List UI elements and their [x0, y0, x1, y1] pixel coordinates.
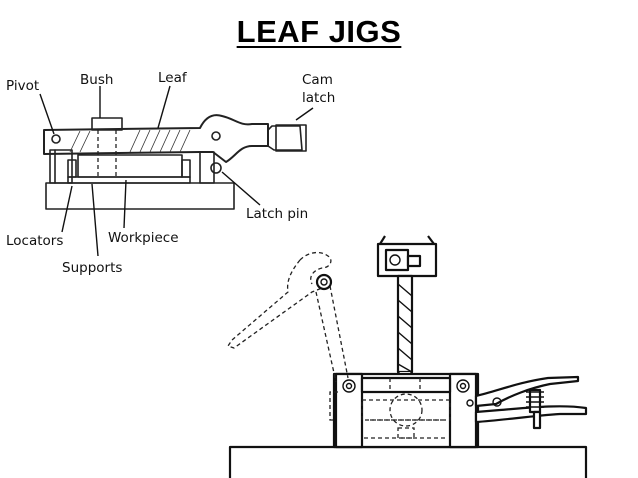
leaf-pivot-top: [315, 273, 333, 291]
bush: [91, 117, 123, 131]
label-latch-pin: Latch pin: [246, 206, 308, 222]
pivot-post: [49, 149, 73, 184]
pivot-pin: [51, 134, 61, 144]
label-workpiece: Workpiece: [108, 230, 179, 246]
leader-lines: [39, 85, 314, 257]
workpiece-hidden: [361, 393, 451, 439]
machine-table: [228, 445, 588, 478]
supports: [67, 176, 191, 184]
locator-right: [181, 159, 191, 178]
leaf-open-position: [226, 251, 486, 421]
label-latch: latch: [302, 90, 335, 106]
label-supports: Supports: [62, 260, 122, 276]
label-locators: Locators: [6, 233, 63, 249]
slide-title: LEAF JIGS: [236, 14, 402, 49]
cam-latch-handle: [267, 125, 303, 151]
label-bush: Bush: [80, 72, 113, 88]
right-column: [448, 372, 478, 449]
latch-post: [199, 151, 215, 184]
leaf-plate: [43, 114, 269, 163]
label-pivot: Pivot: [6, 78, 39, 94]
locator-left: [67, 159, 77, 178]
leaf-hatching: [69, 129, 191, 153]
label-cam: Cam: [302, 72, 333, 88]
drill-bit: [396, 274, 414, 384]
left-column: [334, 372, 364, 449]
clamp-latch: [466, 375, 588, 430]
latch-pin: [210, 162, 222, 174]
drill-chuck: [376, 235, 438, 278]
label-leaf: Leaf: [158, 70, 188, 86]
cam-latch: [275, 124, 307, 152]
